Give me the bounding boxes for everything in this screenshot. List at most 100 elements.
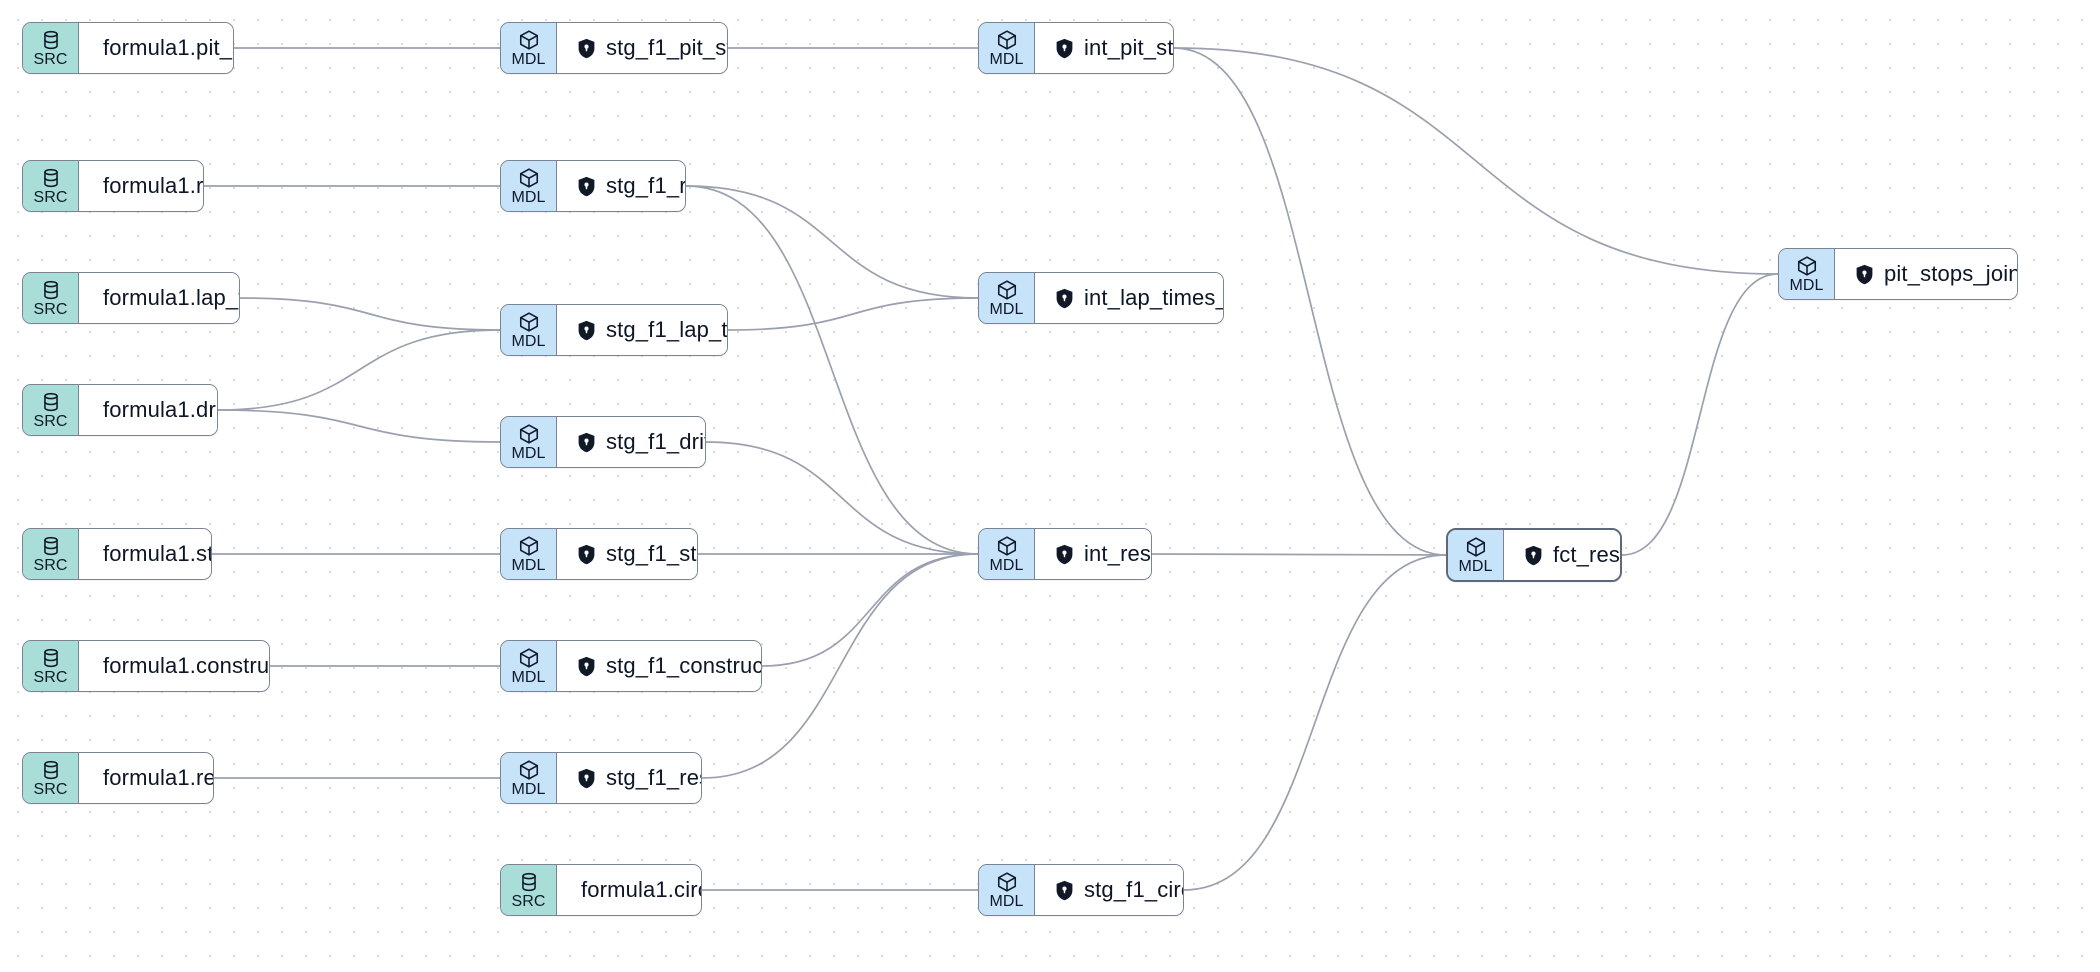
edge-src_drivers-to-stg_drivers — [217, 409, 501, 443]
edge-fct_results-to-pit_stops_joined — [1621, 273, 1779, 556]
shield-lock-icon — [578, 320, 595, 340]
source-badge: SRC — [23, 753, 79, 803]
cube-icon — [1796, 255, 1818, 277]
cube-icon — [1465, 536, 1487, 558]
node-stg_drivers[interactable]: MDL stg_f1_drivers — [500, 416, 706, 468]
node-int_pit_stops[interactable]: MDL int_pit_stops — [978, 22, 1174, 74]
node-body: formula1.drivers — [79, 385, 217, 435]
model-badge: MDL — [501, 23, 557, 73]
node-body: formula1.races — [79, 161, 204, 211]
badge-label: MDL — [511, 51, 546, 68]
badge-label: MDL — [989, 893, 1024, 910]
edge-stg_lap_times-to-int_lap_times_years — [727, 297, 979, 331]
node-label: stg_f1_drivers — [606, 429, 705, 454]
model-badge: MDL — [1448, 530, 1504, 580]
badge-label: SRC — [33, 669, 68, 686]
badge-label: MDL — [989, 301, 1024, 318]
database-icon — [40, 391, 62, 413]
node-stg_status[interactable]: MDL stg_f1_status — [500, 528, 698, 580]
source-badge: SRC — [23, 385, 79, 435]
database-icon — [518, 871, 540, 893]
model-badge: MDL — [501, 529, 557, 579]
node-int_results[interactable]: MDL int_results — [978, 528, 1152, 580]
node-body: stg_f1_constructors — [557, 641, 761, 691]
node-label: formula1.pit_stops — [103, 35, 233, 60]
cube-icon — [518, 423, 540, 445]
badge-label: SRC — [33, 413, 68, 430]
cube-icon — [996, 29, 1018, 51]
model-badge: MDL — [501, 161, 557, 211]
database-icon — [40, 167, 62, 189]
cube-icon — [518, 647, 540, 669]
node-src_circuits[interactable]: SRC formula1.circuits — [500, 864, 702, 916]
badge-label: SRC — [511, 893, 546, 910]
node-body: formula1.pit_stops — [79, 23, 233, 73]
edge-int_pit_stops-to-pit_stops_joined — [1173, 47, 1779, 275]
node-body: pit_stops_joined — [1835, 249, 2017, 299]
node-stg_pit_stops[interactable]: MDL stg_f1_pit_stops — [500, 22, 728, 74]
cube-icon — [996, 535, 1018, 557]
badge-label: MDL — [989, 557, 1024, 574]
node-src_results[interactable]: SRC formula1.results — [22, 752, 214, 804]
cube-icon — [996, 279, 1018, 301]
source-badge: SRC — [501, 865, 557, 915]
node-stg_results[interactable]: MDL stg_f1_results — [500, 752, 702, 804]
node-label: int_lap_times_years — [1084, 285, 1224, 310]
database-icon — [40, 647, 62, 669]
node-label: formula1.constructors — [103, 653, 270, 678]
badge-label: MDL — [511, 781, 546, 798]
node-label: stg_f1_status — [606, 541, 697, 566]
badge-label: MDL — [989, 51, 1024, 68]
node-label: pit_stops_joined — [1884, 261, 2017, 286]
shield-lock-icon — [578, 176, 595, 196]
node-body: fct_results — [1504, 530, 1621, 580]
model-badge: MDL — [979, 865, 1035, 915]
node-fct_results[interactable]: MDL fct_results — [1446, 528, 1622, 582]
shield-lock-icon — [1856, 264, 1873, 284]
node-label: formula1.lap_times — [103, 285, 239, 310]
edge-int_results-to-fct_results — [1151, 553, 1447, 556]
node-label: int_results — [1084, 541, 1152, 566]
badge-label: MDL — [511, 333, 546, 350]
node-label: stg_f1_pit_stops — [606, 35, 727, 60]
node-body: formula1.circuits — [557, 865, 701, 915]
database-icon — [40, 535, 62, 557]
node-src_constructors[interactable]: SRC formula1.constructors — [22, 640, 270, 692]
node-src_drivers[interactable]: SRC formula1.drivers — [22, 384, 218, 436]
shield-lock-icon — [578, 544, 595, 564]
source-badge: SRC — [23, 529, 79, 579]
node-body: formula1.results — [79, 753, 213, 803]
edge-stg_races-to-int_results — [685, 185, 979, 555]
node-body: int_pit_stops — [1035, 23, 1173, 73]
shield-lock-icon — [578, 768, 595, 788]
cube-icon — [996, 871, 1018, 893]
edge-stg_races-to-int_lap_times_years — [685, 185, 979, 299]
node-label: formula1.races — [103, 173, 204, 198]
shield-lock-icon — [578, 656, 595, 676]
model-badge: MDL — [501, 417, 557, 467]
database-icon — [40, 279, 62, 301]
shield-lock-icon — [1056, 288, 1073, 308]
badge-label: SRC — [33, 557, 68, 574]
node-label: stg_f1_constructors — [606, 653, 761, 678]
node-body: stg_f1_drivers — [557, 417, 705, 467]
node-label: fct_results — [1553, 542, 1621, 567]
badge-label: MDL — [511, 445, 546, 462]
edge-stg_constructors-to-int_results — [761, 553, 979, 667]
database-icon — [40, 29, 62, 51]
badge-label: SRC — [33, 781, 68, 798]
node-int_lap_times_years[interactable]: MDL int_lap_times_years — [978, 272, 1224, 324]
shield-lock-icon — [1056, 544, 1073, 564]
node-body: stg_f1_results — [557, 753, 701, 803]
cube-icon — [518, 759, 540, 781]
